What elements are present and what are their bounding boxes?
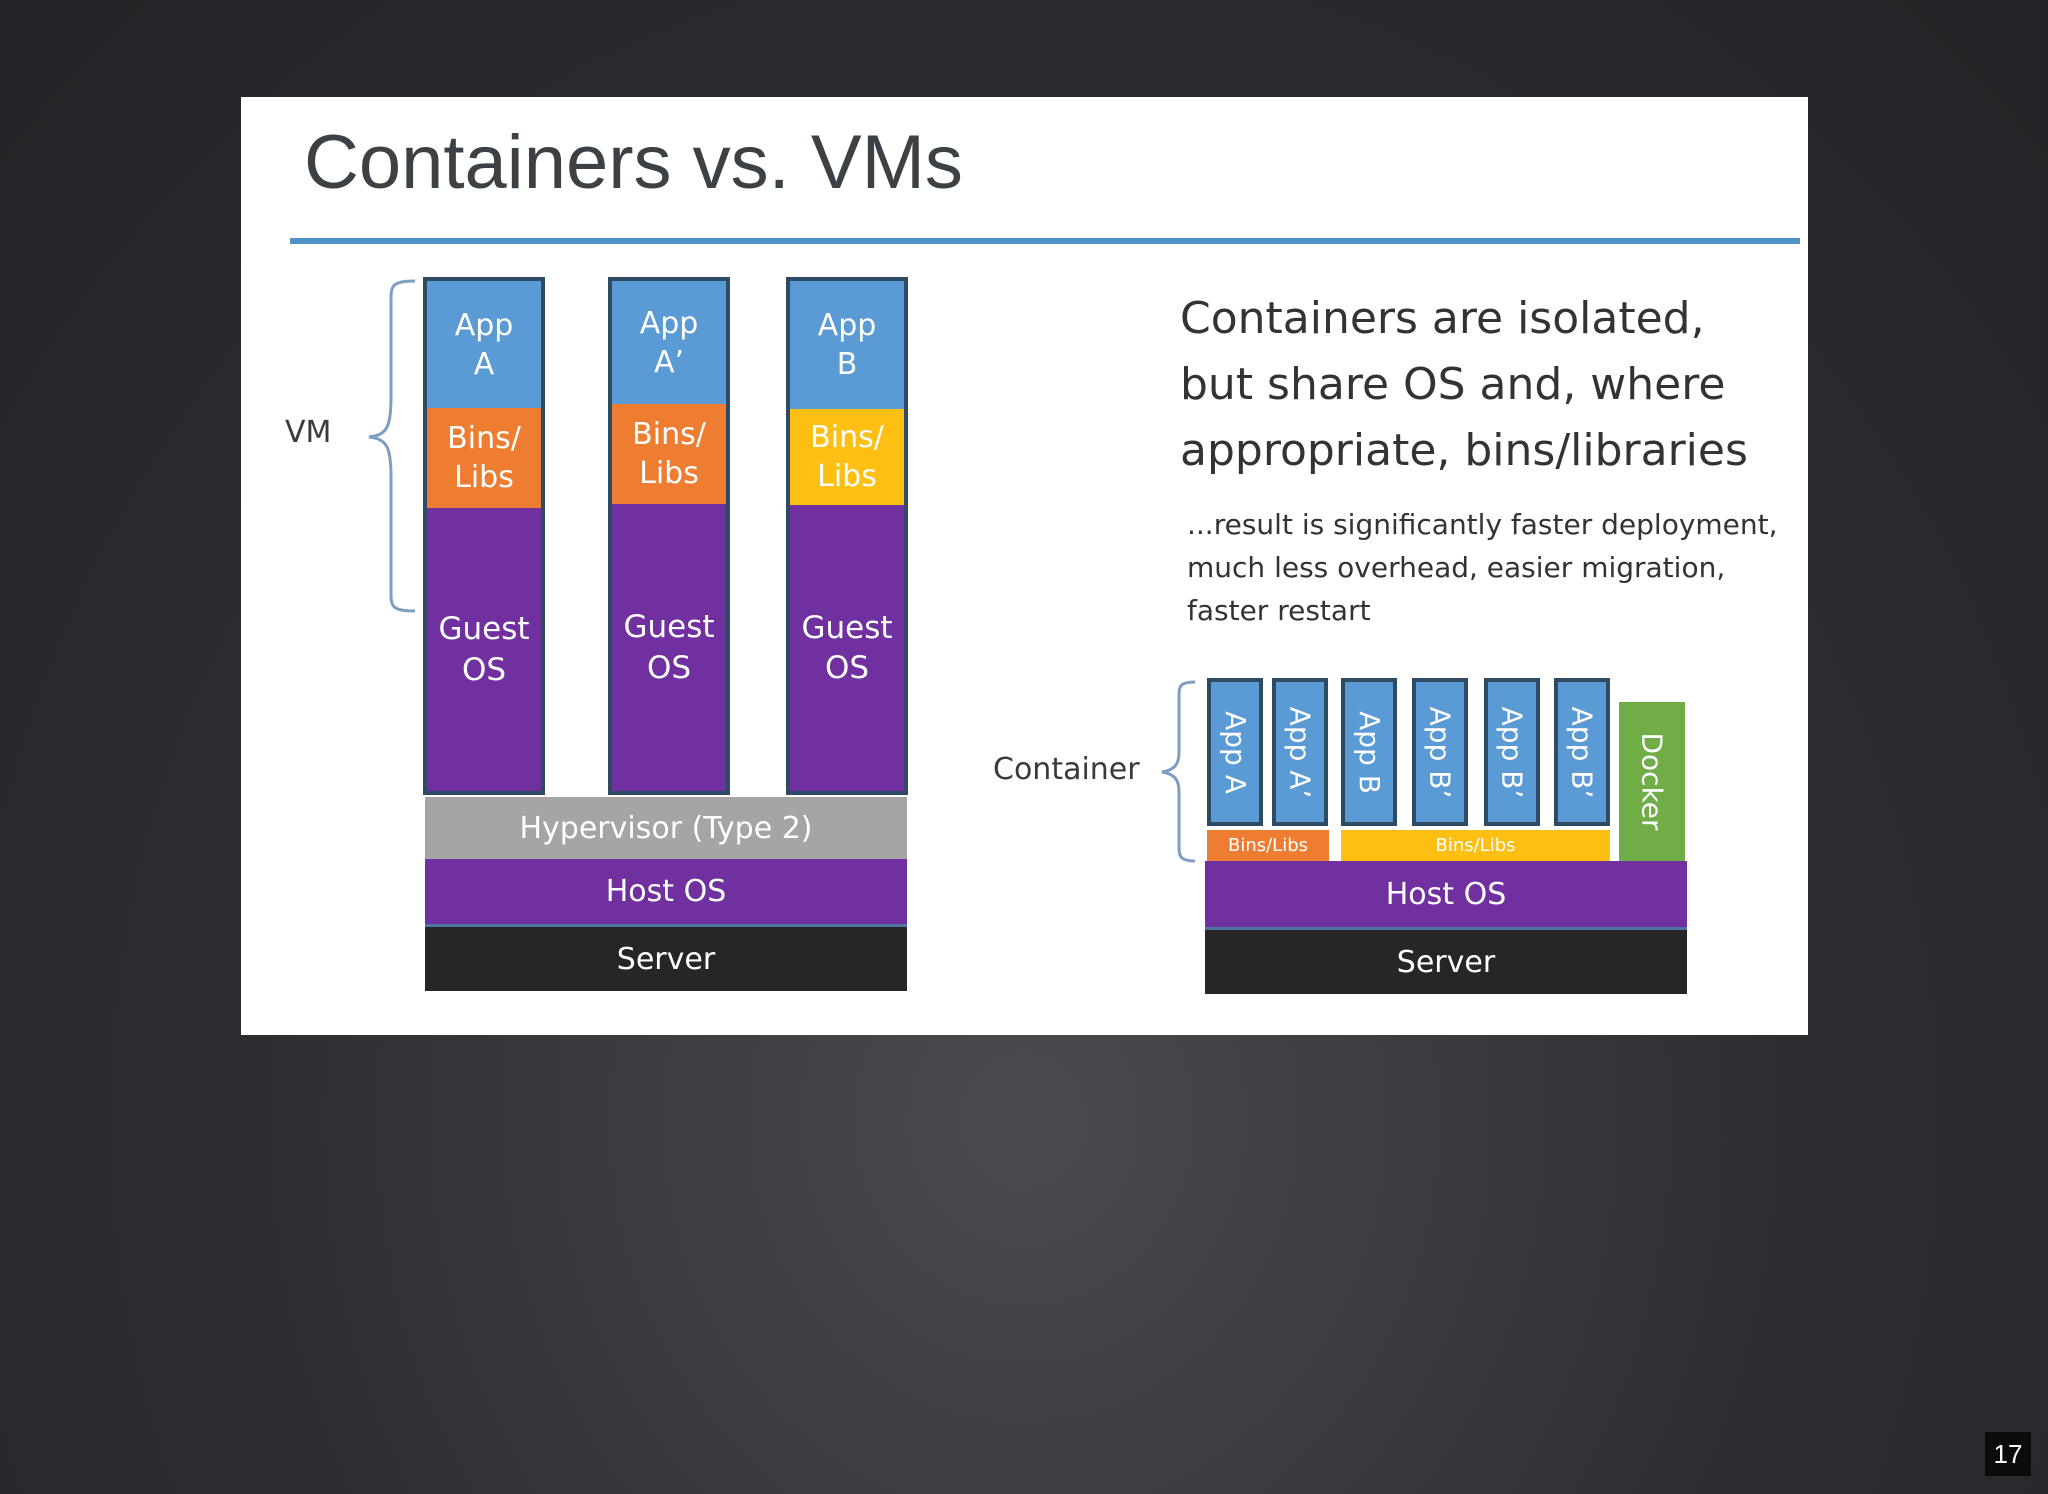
vm1-bins-line2: Libs [454, 460, 514, 495]
vm3-bins-line1: Bins/ [810, 420, 884, 455]
vm1-bins-line1: Bins/ [447, 421, 521, 456]
container-server-label: Server [1396, 944, 1496, 980]
vm1-app-block: App A [427, 281, 541, 408]
container-bins-a-label: Bins/Libs [1227, 834, 1309, 856]
container-app-b-prime-2: App B’ [1484, 678, 1540, 826]
headline-line-2: but share OS and, where [1180, 359, 1726, 410]
vm3-guest-line2: OS [824, 650, 870, 686]
vm3-app-line1: App [817, 308, 877, 343]
vm2-app-line1: App [639, 305, 699, 341]
container-server-block: Server [1205, 930, 1687, 994]
vm-column-2 [608, 277, 730, 795]
vm1-bins-block: Bins/ Libs [427, 408, 541, 508]
container-headline: Containers are isolated, but share OS an… [1180, 286, 1748, 484]
vm2-app-block: App A’ [612, 281, 726, 404]
headline-line-3: appropriate, bins/libraries [1180, 425, 1748, 476]
container-app-b-prime-1: App B’ [1412, 678, 1468, 826]
vm-column-1 [423, 277, 545, 795]
container-subtext: ...result is significantly faster deploy… [1187, 503, 1778, 632]
subtext-line-1: ...result is significantly faster deploy… [1187, 508, 1778, 541]
container-app-b-prime-3: App B’ [1554, 678, 1610, 826]
container-app-b-prime-2-label: App B’ [1495, 706, 1529, 798]
subtext-line-2: much less overhead, easier migration, [1187, 551, 1726, 584]
vm-host-os-block: Host OS [425, 859, 907, 927]
container-bins-a: Bins/Libs [1207, 830, 1329, 861]
slide-title: Containers vs. VMs [304, 120, 963, 205]
page-number: 17 [1985, 1432, 2031, 1476]
vm-column-3 [786, 277, 908, 795]
hypervisor-block: Hypervisor (Type 2) [425, 797, 907, 859]
vm2-app-line2: A’ [653, 344, 685, 380]
vm3-bins-block: Bins/ Libs [790, 409, 904, 505]
vm-brace [368, 279, 1196, 863]
vm3-app-block: App B [790, 281, 904, 409]
vm3-guest-os-block: Guest OS [790, 505, 904, 791]
hypervisor-label: Hypervisor (Type 2) [519, 810, 813, 846]
headline-line-1: Containers are isolated, [1180, 293, 1705, 344]
vm3-bins-line2: Libs [817, 459, 877, 494]
container-app-b-prime-3-label: App B’ [1565, 706, 1599, 798]
vm-host-os-label: Host OS [605, 874, 727, 909]
container-bins-b: Bins/Libs [1341, 830, 1610, 861]
vm3-guest-line1: Guest [801, 609, 893, 646]
container-host-os-block: Host OS [1205, 861, 1687, 930]
vm2-guest-line1: Guest [623, 609, 715, 646]
vm3-app-line2: B [836, 347, 858, 382]
vm1-guest-line1: Guest [438, 611, 530, 648]
vm2-guest-line2: OS [646, 649, 692, 686]
slide: Containers vs. VMs VM App A Bins/ Libs G… [241, 97, 1808, 1035]
container-app-a-label: App A [1218, 710, 1252, 794]
vm2-guest-os-block: Guest OS [612, 504, 726, 791]
container-app-a: App A [1207, 678, 1263, 826]
title-underline [290, 238, 1800, 244]
subtext-line-3: faster restart [1187, 594, 1371, 627]
vm1-guest-line2: OS [461, 651, 507, 688]
vm1-app-line1: App [454, 307, 514, 343]
container-host-os-label: Host OS [1385, 876, 1507, 912]
docker-label: Docker [1635, 732, 1669, 831]
vm2-bins-line1: Bins/ [632, 417, 706, 452]
container-label: Container [993, 752, 1140, 787]
container-app-a-prime: App A’ [1272, 678, 1328, 826]
container-app-b-prime-1-label: App B’ [1423, 706, 1457, 798]
vm1-app-line2: A [473, 346, 495, 382]
vm2-bins-line2: Libs [639, 456, 699, 491]
vm-server-block: Server [425, 927, 907, 991]
vm2-bins-block: Bins/ Libs [612, 404, 726, 504]
container-app-b: App B [1341, 678, 1397, 826]
docker-block: Docker [1619, 702, 1685, 861]
container-app-a-prime-label: App A’ [1283, 706, 1317, 798]
container-app-b-label: App B [1352, 710, 1386, 794]
container-bins-b-label: Bins/Libs [1435, 834, 1516, 856]
vm1-guest-os-block: Guest OS [427, 508, 541, 791]
vm-label: VM [285, 415, 332, 450]
vm-server-label: Server [616, 941, 716, 977]
